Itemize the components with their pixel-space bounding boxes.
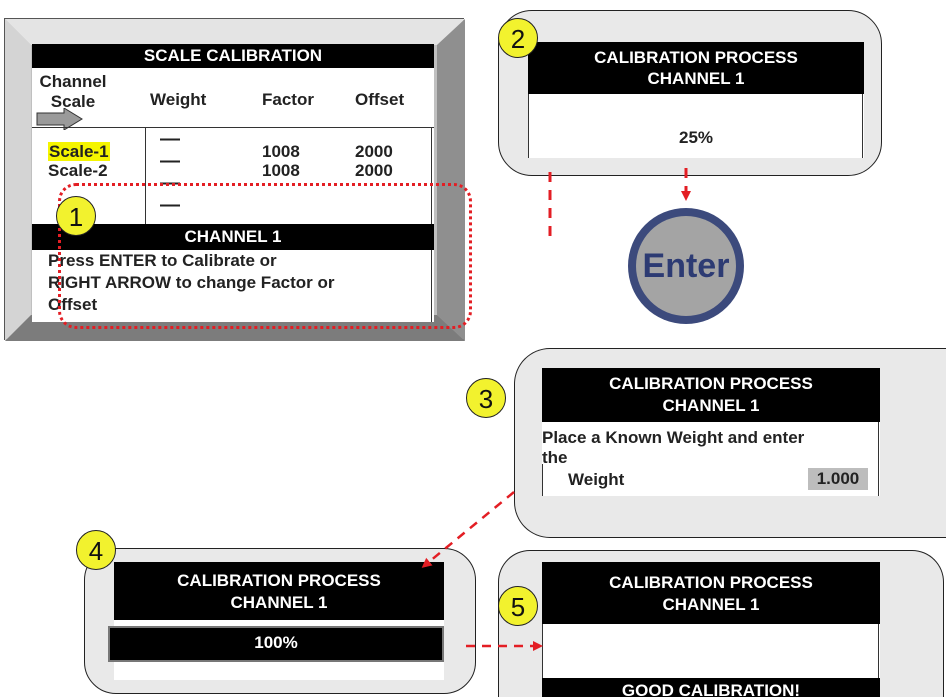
title-line-1: CALIBRATION PROCESS (177, 571, 381, 590)
progress-25: 25% (678, 128, 714, 147)
popup-line-2: RIGHT ARROW to change Factor or (48, 273, 335, 292)
popup-line-1: Press ENTER to Calibrate or (48, 251, 277, 270)
weight-dash-4: — (160, 194, 180, 216)
progress-100-bar (114, 620, 444, 628)
screen-edge-right (878, 624, 879, 684)
enter-label: Enter (642, 247, 730, 285)
weight-label: Weight (568, 470, 625, 489)
known-weight-screen: CALIBRATION PROCESS CHANNEL 1 Place a Kn… (542, 368, 880, 496)
popup-right-edge (431, 250, 432, 322)
col-header-offset: Offset (355, 90, 405, 109)
screen-title: SCALE CALIBRATION (32, 44, 434, 68)
title-line-2: CHANNEL 1 (647, 69, 745, 88)
selection-arrow-icon (36, 108, 83, 130)
step-2-badge: 2 (498, 18, 538, 58)
screen-edge-right (878, 422, 879, 496)
scale-1-offset: 2000 (355, 142, 393, 161)
enter-button[interactable]: Enter (628, 208, 744, 324)
scale-1-factor: 1008 (262, 142, 300, 161)
scale-1-weight: — (160, 128, 180, 150)
calibration-100-title: CALIBRATION PROCESS CHANNEL 1 (114, 562, 444, 620)
step-4-badge: 4 (76, 530, 116, 570)
title-line-1: CALIBRATION PROCESS (609, 374, 813, 393)
weight-input[interactable]: 1.000 (808, 468, 868, 490)
screen-edge-left (542, 464, 543, 496)
arrow-3-to-4 (421, 491, 515, 568)
table-row-scale-1[interactable]: Scale-1 (48, 142, 110, 162)
header-divider (32, 127, 434, 128)
popup-title: CHANNEL 1 (32, 224, 434, 250)
screen-edge-left (528, 94, 529, 158)
col-header-weight: Weight (150, 90, 207, 109)
known-weight-title: CALIBRATION PROCESS CHANNEL 1 (542, 368, 880, 422)
col-header-label: Channel Scale (39, 72, 107, 111)
title-line-2: CHANNEL 1 (662, 595, 760, 614)
column-divider-right (431, 128, 432, 224)
scale-2-offset: 2000 (355, 161, 393, 180)
calibration-25-title: CALIBRATION PROCESS CHANNEL 1 (528, 42, 864, 94)
title-line-2: CHANNEL 1 (662, 396, 760, 415)
col-header-channel-scale: Channel Scale (38, 72, 148, 112)
focus-highlight-region (58, 183, 472, 329)
good-calibration-title: CALIBRATION PROCESS CHANNEL 1 (542, 562, 880, 624)
good-calibration-status: GOOD CALIBRATION! (542, 678, 880, 697)
screen-edge-left (542, 624, 543, 684)
step-3-badge: 3 (466, 378, 506, 418)
screen-edge-right (862, 94, 863, 158)
scale-1-label: Scale-1 (48, 142, 110, 161)
title-line-1: CALIBRATION PROCESS (609, 573, 813, 592)
title-line-2: CHANNEL 1 (230, 593, 328, 612)
step-5-badge: 5 (498, 586, 538, 626)
table-row-scale-2[interactable]: Scale-2 (48, 161, 108, 180)
column-divider (145, 128, 146, 224)
step-1-badge: 1 (56, 196, 96, 236)
instruction-line-1: Place a Known Weight and enter (542, 428, 805, 447)
enter-button-face: Enter (636, 216, 736, 316)
scale-2-factor: 1008 (262, 161, 300, 180)
title-line-1: CALIBRATION PROCESS (594, 48, 798, 67)
progress-100: 100% (108, 626, 444, 662)
calibration-25-screen: CALIBRATION PROCESS CHANNEL 1 25% (528, 42, 864, 158)
col-header-factor: Factor (262, 90, 314, 109)
good-calibration-screen: CALIBRATION PROCESS CHANNEL 1 GOOD CALIB… (542, 562, 880, 697)
instruction-line-2: the (542, 448, 568, 467)
scale-2-weight: — (160, 150, 180, 172)
